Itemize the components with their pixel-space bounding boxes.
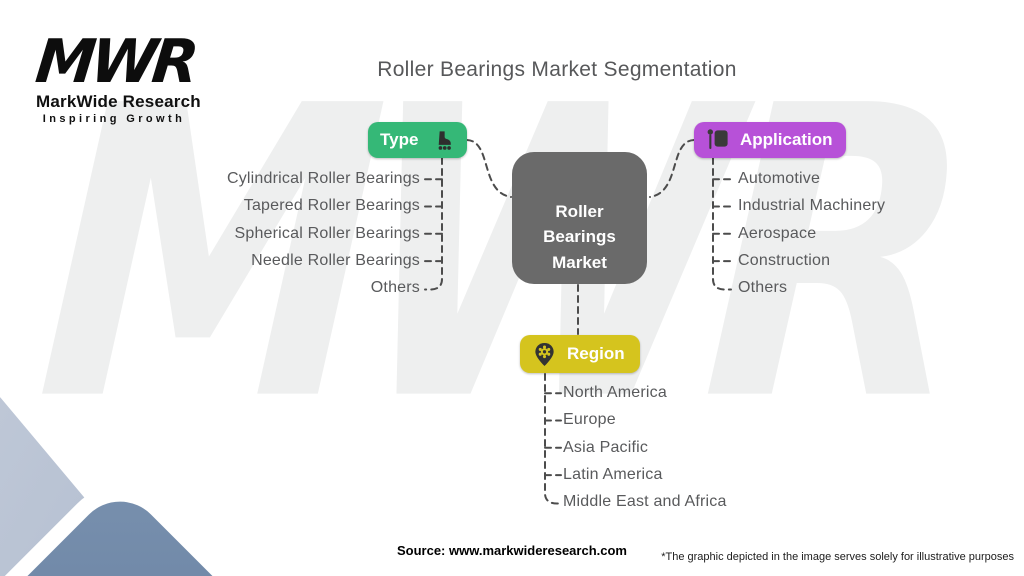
list-item: Others xyxy=(738,279,788,297)
type-badge: Type xyxy=(368,122,467,158)
application-items-spine xyxy=(712,157,732,291)
type-badge-label: Type xyxy=(380,130,419,149)
center-node-label-line3: Market xyxy=(552,252,607,272)
paint-roller-icon xyxy=(707,129,728,149)
map-pin-gear-icon xyxy=(535,342,554,366)
list-item: Asia Pacific xyxy=(563,438,649,456)
page-title: Roller Bearings Market Segmentation xyxy=(377,58,737,81)
type-branch-curve xyxy=(466,139,512,198)
list-item: Cylindrical Roller Bearings xyxy=(226,170,420,187)
list-item: Latin America xyxy=(563,465,663,483)
region-items-spine xyxy=(544,373,562,505)
region-badge-label: Region xyxy=(567,344,625,363)
source-text: Source: www.markwideresearch.com xyxy=(396,543,627,558)
list-item: Automotive xyxy=(738,170,821,187)
application-branch-curve xyxy=(649,139,695,198)
logo-name: MarkWide Research xyxy=(36,92,201,111)
list-item: North America xyxy=(563,384,667,401)
center-node-label-line2: Bearings xyxy=(543,227,616,246)
list-item: Needle Roller Bearings xyxy=(251,251,420,269)
center-node-label-line1: Roller xyxy=(555,201,604,221)
list-item: Europe xyxy=(563,411,616,429)
center-node: Roller Bearings Market xyxy=(512,152,647,284)
markwide-logo: MWR MarkWide Research Inspiring Growth xyxy=(32,27,201,125)
list-item: Others xyxy=(370,279,420,297)
logo-tagline: Inspiring Growth xyxy=(42,113,186,125)
type-items-spine xyxy=(424,157,443,291)
disclaimer-note: *The graphic depicted in the image serve… xyxy=(661,551,1014,563)
list-item: Middle East and Africa xyxy=(563,493,727,511)
list-item: Industrial Machinery xyxy=(738,197,886,215)
application-items-list: Automotive Industrial Machinery Aerospac… xyxy=(738,165,968,301)
list-item: Spherical Roller Bearings xyxy=(234,224,420,242)
type-items-list: Cylindrical Roller Bearings Tapered Roll… xyxy=(150,165,420,301)
list-item: Aerospace xyxy=(738,224,817,242)
list-item: Tapered Roller Bearings xyxy=(243,197,420,215)
region-items-list: North America Europe Asia Pacific Latin … xyxy=(563,379,793,515)
list-item: Construction xyxy=(738,251,831,269)
application-badge: Application xyxy=(694,122,846,158)
application-badge-label: Application xyxy=(740,130,833,149)
region-badge: Region xyxy=(520,335,640,373)
roller-skate-icon xyxy=(438,130,451,150)
